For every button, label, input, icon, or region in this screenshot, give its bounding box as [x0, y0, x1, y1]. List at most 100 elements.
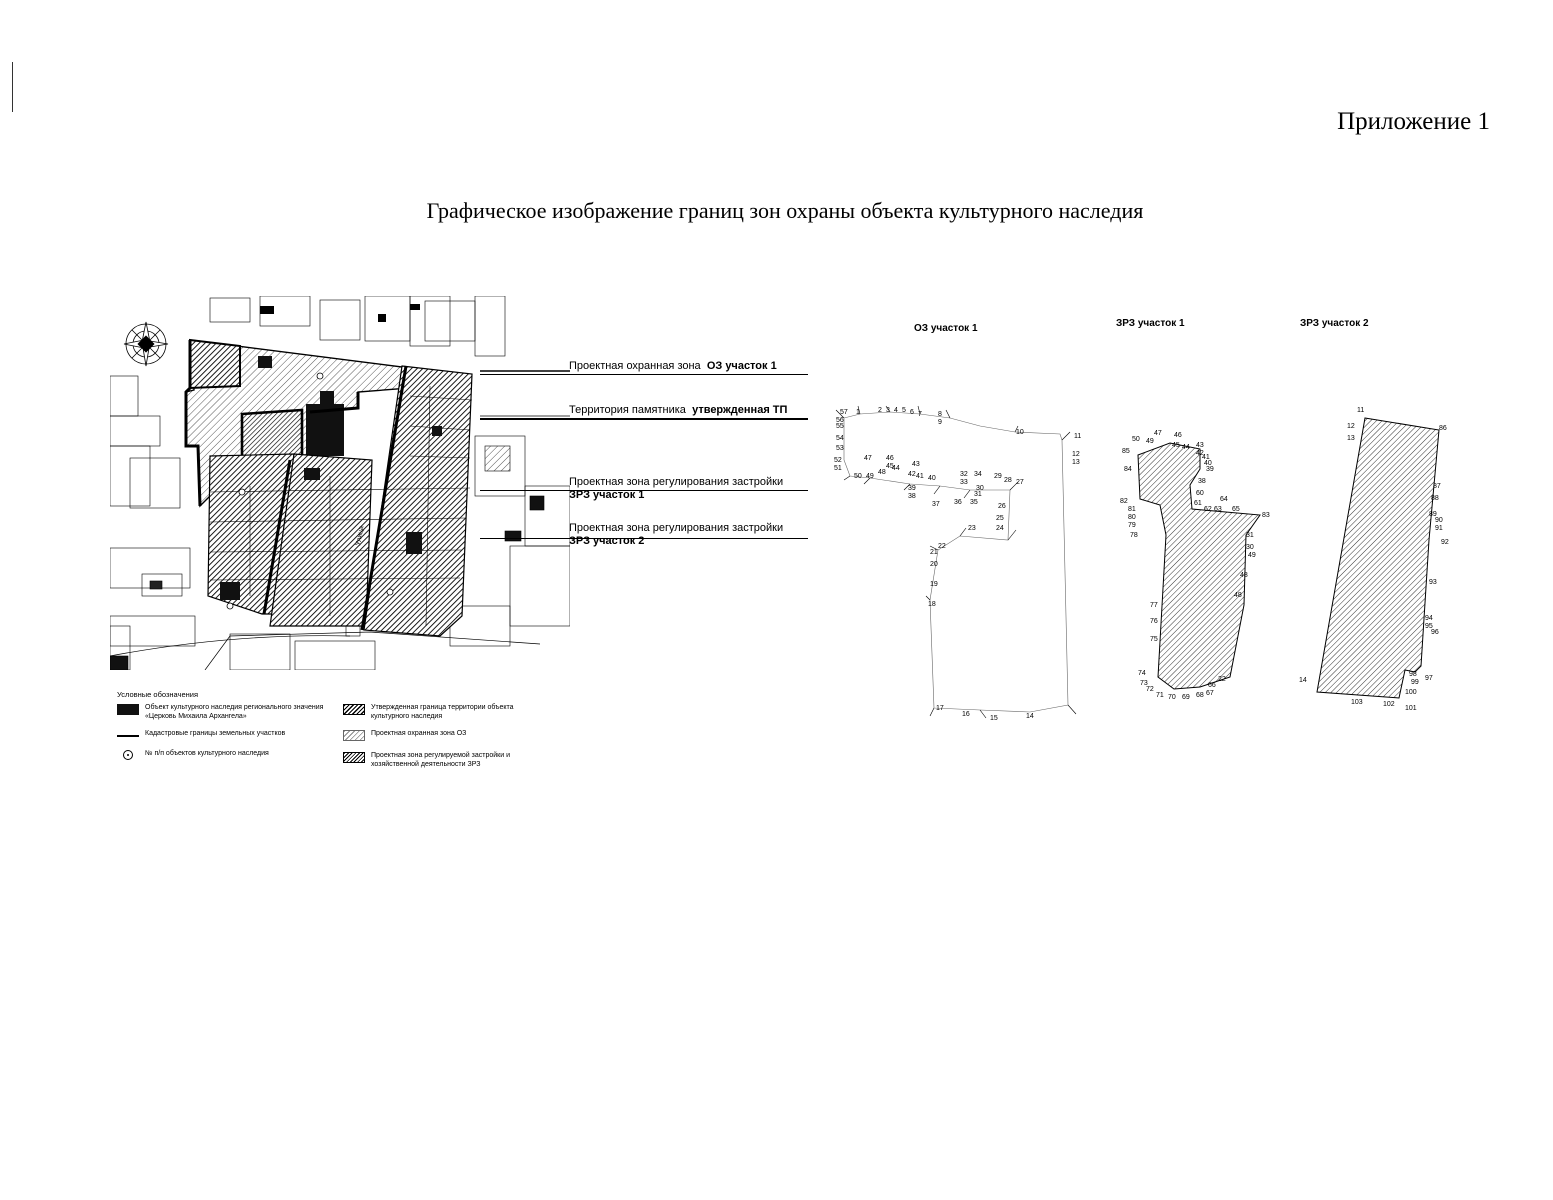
svg-text:40: 40: [928, 475, 936, 482]
svg-text:76: 76: [1150, 618, 1158, 625]
svg-text:83: 83: [1262, 512, 1270, 519]
zone-label-tp: Территория памятника утвержденная ТП: [569, 404, 788, 416]
svg-text:89: 89: [1429, 511, 1437, 518]
svg-text:19: 19: [930, 581, 938, 588]
svg-text:38: 38: [908, 493, 916, 500]
svg-text:98: 98: [1409, 671, 1417, 678]
svg-text:12: 12: [1072, 451, 1080, 458]
svg-text:84: 84: [1124, 466, 1132, 473]
svg-text:47: 47: [1154, 430, 1162, 437]
svg-text:79: 79: [1128, 522, 1136, 529]
svg-text:53: 53: [836, 445, 844, 452]
svg-text:63: 63: [1214, 506, 1222, 513]
appendix-label: Приложение 1: [1337, 108, 1490, 135]
zone-label-oz1: Проектная охранная зона ОЗ участок 1: [569, 360, 777, 372]
svg-text:67: 67: [1206, 690, 1214, 697]
svg-text:75: 75: [1150, 636, 1158, 643]
svg-text:50: 50: [1132, 436, 1140, 443]
svg-text:6: 6: [910, 409, 914, 416]
svg-text:8: 8: [938, 411, 942, 418]
svg-text:43: 43: [1196, 442, 1204, 449]
svg-text:92: 92: [1441, 539, 1449, 546]
svg-text:49: 49: [1146, 438, 1154, 445]
svg-text:21: 21: [930, 549, 938, 556]
svg-text:10: 10: [1016, 429, 1024, 436]
street-label: Улица: [355, 525, 365, 546]
svg-text:33: 33: [960, 479, 968, 486]
svg-text:44: 44: [1182, 444, 1190, 451]
svg-text:11: 11: [1074, 433, 1081, 440]
svg-text:60: 60: [1196, 490, 1204, 497]
svg-text:48: 48: [1240, 572, 1248, 579]
svg-text:30: 30: [976, 485, 984, 492]
legend-item-territory: Утвержденная граница территории объекта …: [343, 704, 543, 721]
svg-text:73: 73: [1140, 680, 1148, 687]
document-title: Графическое изображение границ зон охран…: [426, 198, 1144, 223]
svg-text:99: 99: [1411, 679, 1419, 686]
svg-text:74: 74: [1138, 670, 1146, 677]
legend-swatch-hatch-light: [343, 730, 365, 741]
svg-text:93: 93: [1429, 579, 1437, 586]
plan-oz1: 57 1 2 3 4 5 6 7 8 9 10 11 12 13 14 15 1…: [830, 400, 1090, 730]
plan-title-zrz1: ЗРЗ участок 1: [1116, 318, 1185, 329]
svg-text:38: 38: [1198, 478, 1206, 485]
svg-text:72: 72: [1146, 686, 1154, 693]
svg-text:32: 32: [960, 471, 968, 478]
svg-text:7: 7: [918, 411, 922, 418]
svg-text:78: 78: [1130, 532, 1138, 539]
svg-text:24: 24: [996, 525, 1004, 532]
svg-text:49: 49: [866, 473, 874, 480]
svg-text:37: 37: [932, 501, 940, 508]
svg-text:25: 25: [996, 515, 1004, 522]
svg-text:51: 51: [834, 465, 842, 472]
svg-text:2: 2: [878, 407, 882, 414]
svg-text:26: 26: [998, 503, 1006, 510]
svg-text:87: 87: [1433, 483, 1441, 490]
plan-zrz1: 50 49 47 46 45 44 43 42 41 40 39 38 60 6…: [1110, 425, 1280, 705]
svg-text:88: 88: [1431, 495, 1439, 502]
svg-text:27: 27: [1016, 479, 1024, 486]
svg-text:48: 48: [878, 469, 886, 476]
plan-title-oz1: ОЗ участок 1: [914, 323, 978, 334]
svg-text:28: 28: [1004, 477, 1012, 484]
svg-text:15: 15: [990, 715, 998, 722]
svg-text:42: 42: [908, 471, 916, 478]
svg-text:70: 70: [1168, 694, 1176, 701]
svg-text:82: 82: [1120, 498, 1128, 505]
svg-text:35: 35: [970, 499, 978, 506]
svg-text:45: 45: [886, 463, 894, 470]
svg-text:3: 3: [886, 407, 890, 414]
legend-swatch-hatch-dense: [343, 752, 365, 763]
svg-text:13: 13: [1347, 435, 1355, 442]
svg-text:41: 41: [1202, 454, 1210, 461]
svg-text:101: 101: [1405, 705, 1417, 710]
svg-text:18: 18: [928, 601, 936, 608]
legend-swatch-hatch-bold: [343, 704, 365, 715]
svg-text:62: 62: [1204, 506, 1212, 513]
svg-text:46: 46: [886, 455, 894, 462]
svg-text:80: 80: [1128, 514, 1136, 521]
svg-text:45: 45: [1172, 442, 1180, 449]
svg-text:31: 31: [974, 491, 982, 498]
leader-line-zrz1: [480, 490, 808, 491]
svg-text:68: 68: [1196, 692, 1204, 699]
svg-text:14: 14: [1026, 713, 1034, 720]
legend-item-oz: Проектная охранная зона ОЗ: [343, 730, 543, 741]
svg-text:64: 64: [1220, 496, 1228, 503]
site-map: Улица: [110, 296, 570, 670]
svg-text:47: 47: [864, 455, 872, 462]
svg-text:48: 48: [1234, 592, 1242, 599]
svg-text:50: 50: [854, 473, 862, 480]
svg-text:39: 39: [908, 485, 916, 492]
leader-line-tp: [480, 418, 808, 420]
svg-text:69: 69: [1182, 694, 1190, 701]
svg-text:103: 103: [1351, 699, 1363, 706]
svg-text:5: 5: [902, 407, 906, 414]
svg-text:1: 1: [856, 409, 860, 416]
svg-text:36: 36: [954, 499, 962, 506]
svg-text:86: 86: [1439, 425, 1447, 432]
svg-text:31: 31: [1246, 532, 1254, 539]
svg-text:16: 16: [962, 711, 970, 718]
svg-text:95: 95: [1425, 623, 1433, 630]
